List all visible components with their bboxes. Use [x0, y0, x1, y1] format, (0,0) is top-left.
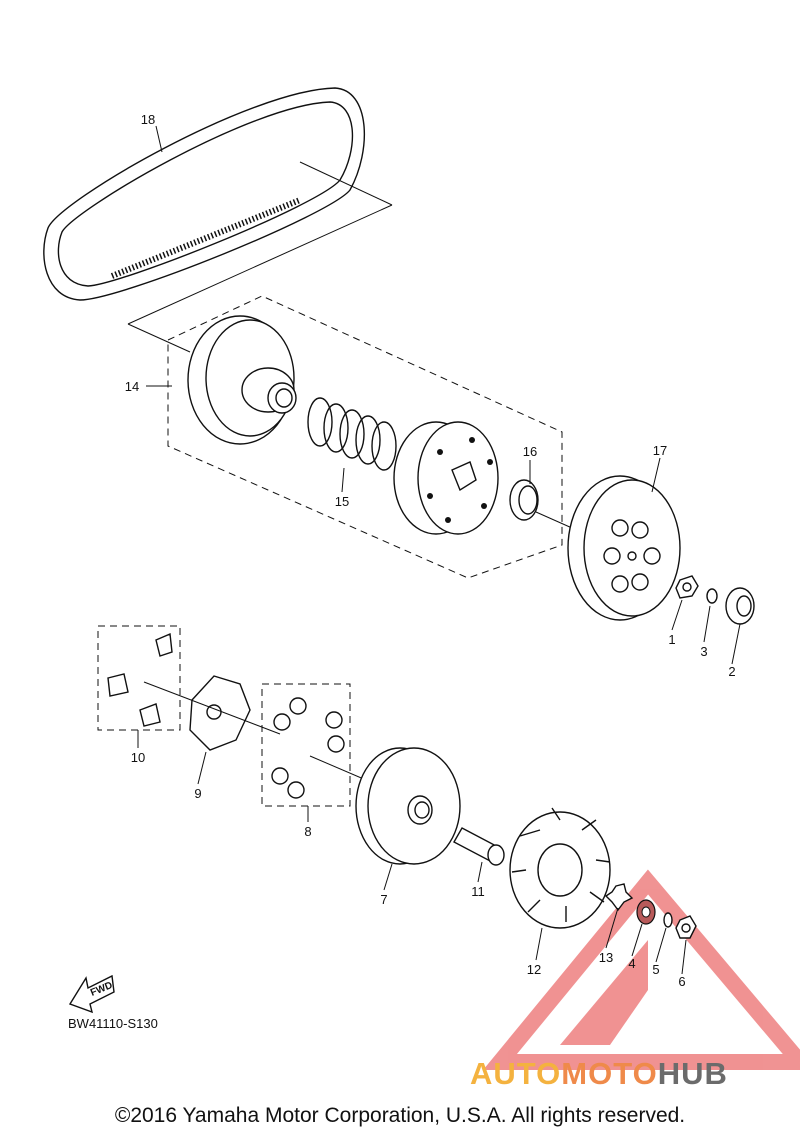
clutch-carrier [393, 421, 499, 535]
label-18: 18 [141, 112, 155, 127]
secondary-sheave [187, 315, 297, 445]
label-16: 16 [523, 444, 537, 459]
label-1: 1 [668, 632, 675, 647]
bearing-2 [725, 587, 755, 625]
cam-plate [189, 675, 251, 751]
clutch-housing [567, 475, 681, 621]
label-15: 15 [335, 494, 349, 509]
nut-1 [675, 575, 699, 599]
nut-4 [636, 899, 656, 925]
label-7: 7 [380, 892, 387, 907]
fwd-arrow-icon: FWD [68, 974, 115, 1014]
group-boundary-8 [261, 683, 351, 807]
label-17: 17 [653, 443, 667, 458]
label-14: 14 [125, 379, 139, 394]
brand-part-auto: AUTO [470, 1056, 562, 1091]
collar [453, 827, 505, 866]
drive-belt [43, 87, 366, 301]
brand-part-hub: HUB [657, 1056, 728, 1091]
label-10: 10 [131, 750, 145, 765]
label-5: 5 [652, 962, 659, 977]
label-11: 11 [471, 884, 485, 899]
primary-fixed-sheave-fan [509, 807, 611, 929]
label-3: 3 [700, 644, 707, 659]
primary-sliding-sheave [355, 747, 461, 865]
label-2: 2 [728, 664, 735, 679]
label-9: 9 [194, 786, 201, 801]
weight-rollers [271, 697, 345, 799]
diagram-code: BW41110-S130 [68, 1016, 158, 1031]
nut-6 [675, 915, 697, 939]
group-boundary-14 [167, 295, 563, 579]
compression-spring [307, 397, 397, 471]
washer-5 [663, 912, 673, 928]
washer-3 [706, 588, 718, 604]
label-13: 13 [599, 950, 613, 965]
copyright-notice: ©2016 Yamaha Motor Corporation, U.S.A. A… [114, 1104, 686, 1127]
label-4: 4 [628, 956, 635, 971]
slider-pieces [107, 632, 173, 727]
label-8: 8 [304, 824, 311, 839]
label-12: 12 [527, 962, 541, 977]
star-washer-13 [604, 883, 634, 912]
label-6: 6 [678, 974, 685, 989]
clutch-nut [509, 479, 539, 521]
group-boundary-10 [97, 625, 181, 731]
watermark-logo-icon [483, 869, 800, 1070]
watermark-brand: AUTOMOTOHUB [470, 1056, 728, 1092]
brand-part-moto: MOTO [561, 1056, 658, 1091]
